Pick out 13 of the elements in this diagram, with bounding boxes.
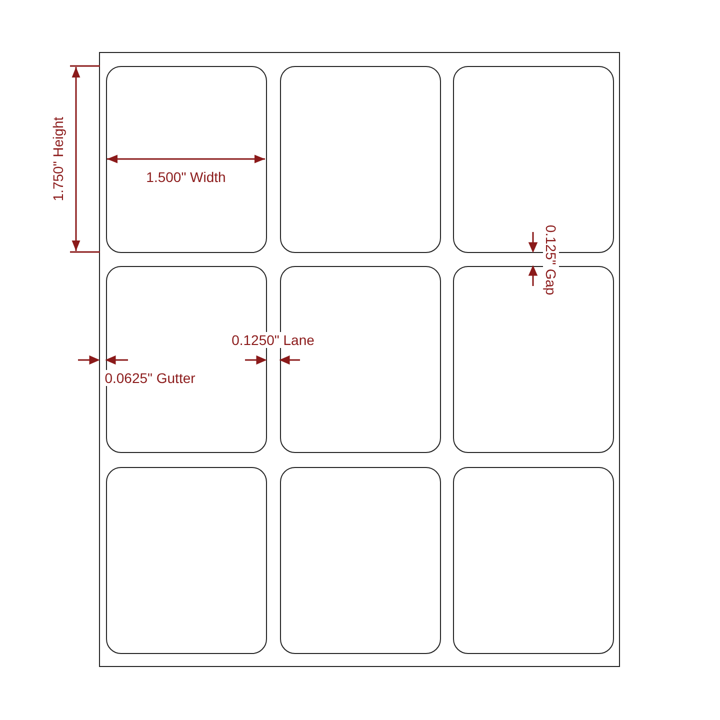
dimension-label: 1.500" Width — [146, 169, 226, 185]
blank-label — [280, 266, 441, 453]
dimension-label: 0.1250" Lane — [232, 332, 314, 348]
dimension-label: 0.0625" Gutter — [104, 370, 196, 386]
blank-label — [106, 66, 267, 253]
dimension-label: 1.750" Height — [50, 116, 66, 202]
blank-label — [453, 467, 614, 654]
dimension-label: 0.125" Gap — [543, 224, 559, 296]
blank-label — [280, 467, 441, 654]
blank-label — [453, 266, 614, 453]
blank-label — [106, 467, 267, 654]
label-sheet — [99, 52, 620, 667]
blank-label — [280, 66, 441, 253]
